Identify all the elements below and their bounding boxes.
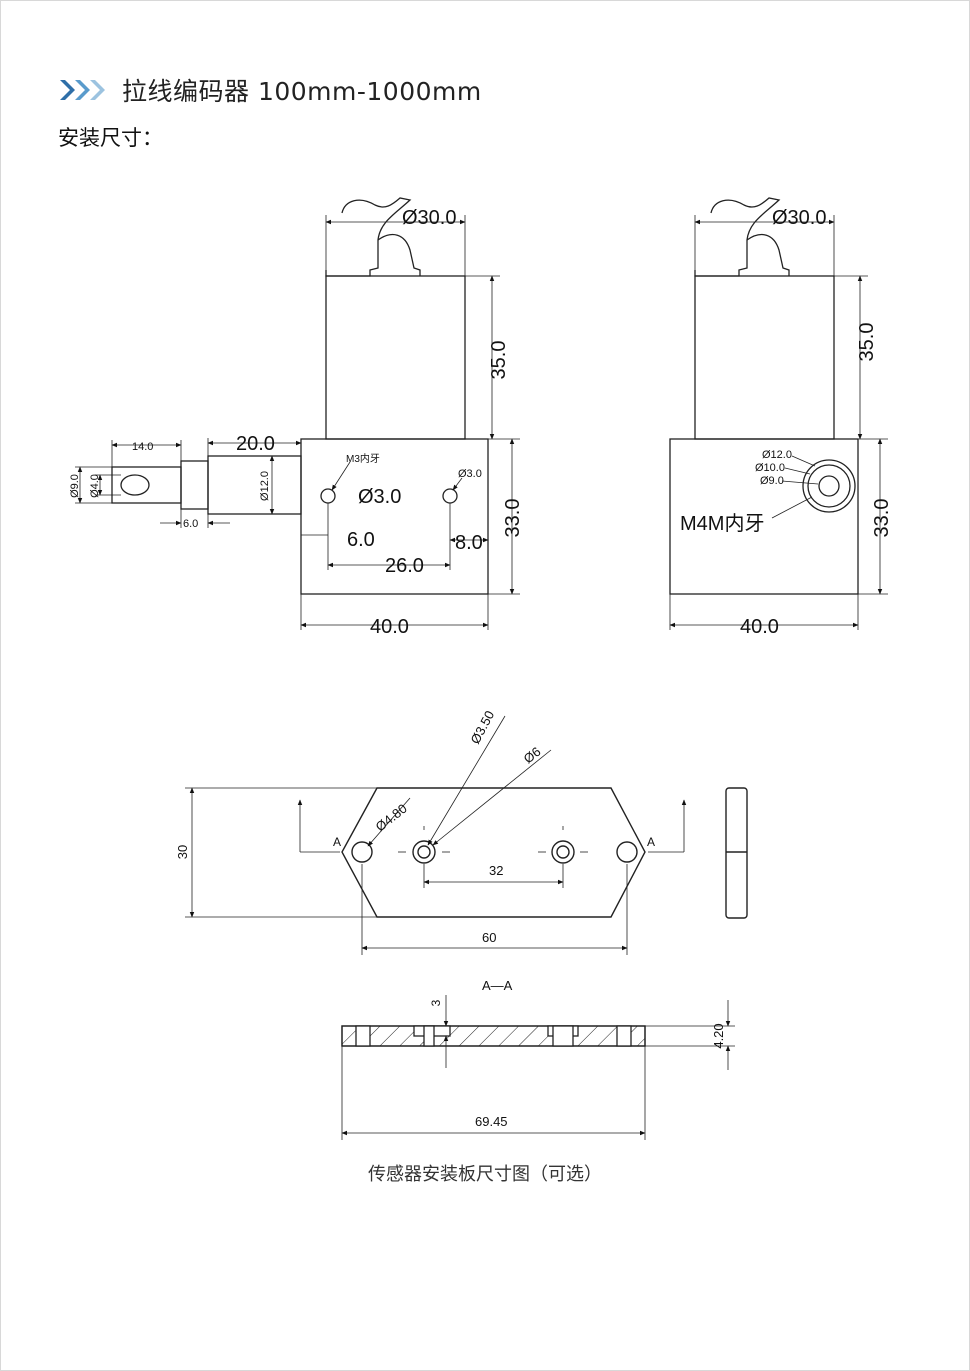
side-dia-top: Ø30.0 (772, 207, 826, 229)
plate-dia-480: Ø4.80 (373, 801, 410, 835)
section-dim-3: 3 (429, 999, 443, 1006)
plate-section-view (341, 995, 735, 1140)
side-dia-9: Ø9.0 (760, 475, 784, 487)
front-length-6: 6.0 (183, 518, 198, 530)
plate-dia-350: Ø3.50 (467, 708, 497, 746)
front-dim-33: 33.0 (502, 499, 524, 538)
figure-caption: 传感器安装板尺寸图（可选） (368, 1164, 602, 1185)
plate-dim-30: 30 (175, 845, 190, 859)
front-hole-dia-small: Ø3.0 (458, 468, 482, 480)
side-dim-40: 40.0 (740, 616, 779, 638)
front-dim-40: 40.0 (370, 616, 409, 638)
front-dim-26: 26.0 (385, 555, 424, 577)
front-length-14: 14.0 (132, 441, 153, 453)
front-dia-12: Ø12.0 (259, 471, 271, 501)
side-dia-12: Ø12.0 (762, 449, 792, 461)
front-dia-top: Ø30.0 (402, 207, 456, 229)
front-thread-note: M3内牙 (346, 452, 380, 465)
plate-section-labels: A—A 3 4.20 69.45 (429, 978, 726, 1129)
front-dia-9: Ø9.0 (69, 474, 81, 498)
plate-dia-6: Ø6 (521, 744, 544, 766)
header: 拉线编码器 100mm-1000mm (58, 70, 482, 110)
front-view-labels: Ø30.0 35.0 20.0 14.0 6.0 Ø9.0 Ø4.0 Ø12.0… (69, 207, 524, 638)
front-height-body: 35.0 (488, 341, 510, 380)
plate-dim-32: 32 (489, 863, 503, 878)
section-dim-420: 4.20 (711, 1023, 726, 1048)
side-thread-note: M4M内牙 (680, 512, 764, 535)
side-view-labels: Ø30.0 35.0 Ø12.0 Ø10.0 Ø9.0 M4M内牙 33.0 4… (680, 207, 893, 638)
side-dia-10: Ø10.0 (755, 462, 785, 474)
triple-chevron-right-icon (58, 78, 108, 102)
section-mark-left: A (333, 835, 341, 849)
plate-top-view (185, 715, 748, 955)
front-dim-6: 6.0 (347, 529, 375, 551)
section-dim-6945: 69.45 (475, 1114, 508, 1129)
front-dia-4: Ø4.0 (89, 474, 101, 498)
plate-dim-60: 60 (482, 930, 496, 945)
page-title: 拉线编码器 100mm-1000mm (122, 77, 482, 106)
front-dim-8: 8.0 (455, 532, 483, 554)
front-length-20: 20.0 (236, 433, 275, 455)
front-view (75, 197, 520, 630)
side-view (669, 197, 888, 630)
plate-top-labels: Ø3.50 Ø6 Ø4.80 A A 30 32 60 (175, 708, 655, 945)
side-height-body: 35.0 (856, 323, 878, 362)
section-subtitle: 安装尺寸： (58, 126, 163, 150)
section-label: A—A (482, 978, 513, 993)
section-mark-right: A (647, 835, 655, 849)
front-hole-dia-large: Ø3.0 (358, 486, 401, 508)
side-dim-33: 33.0 (871, 499, 893, 538)
